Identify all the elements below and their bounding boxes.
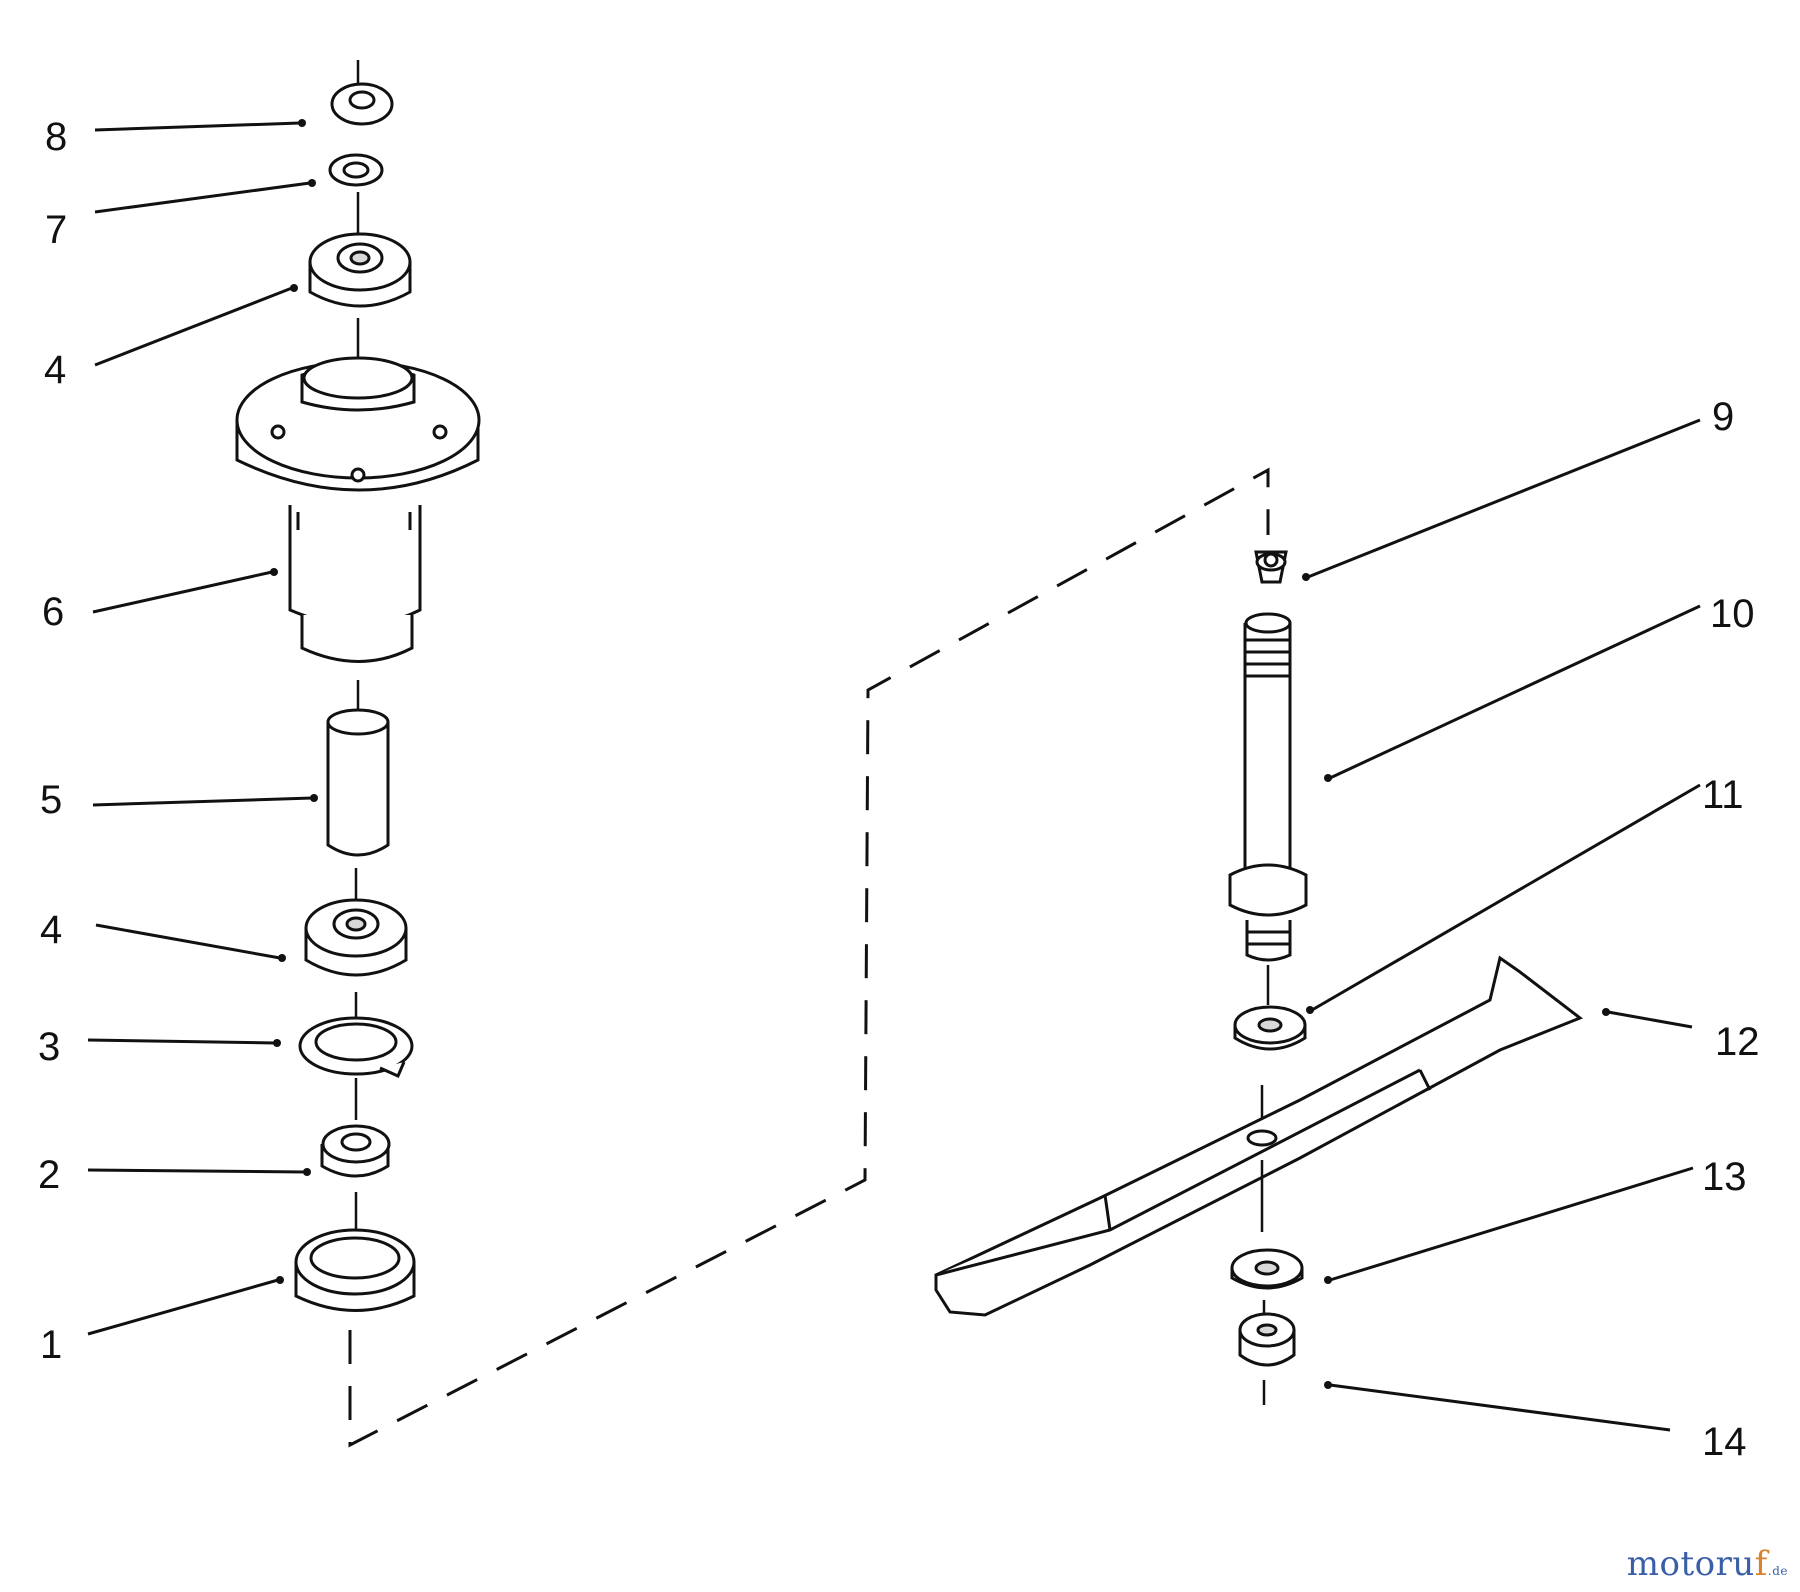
leader-lines <box>87 119 1701 1432</box>
callout-7: 7 <box>45 208 67 252</box>
part-1-seal-cup <box>294 1192 416 1312</box>
callout-13: 13 <box>1702 1155 1747 1199</box>
callout-9: 9 <box>1712 395 1734 439</box>
part-10-spindle-shaft <box>1228 612 1308 1005</box>
assembly-connector-line <box>348 467 1270 1448</box>
part-7-washer <box>328 153 384 187</box>
part-4-lower-bearing <box>304 868 408 977</box>
callout-3: 3 <box>38 1025 60 1069</box>
callout-4-lower: 4 <box>40 908 62 952</box>
part-14-hex-nut <box>1238 1312 1296 1405</box>
part-3-snap-ring <box>298 992 414 1078</box>
watermark-suffix: .de <box>1767 1564 1788 1578</box>
part-4-upper-bearing <box>308 192 412 308</box>
callout-5: 5 <box>40 778 62 822</box>
callout-11: 11 <box>1702 773 1744 817</box>
part-8-nut <box>330 60 394 126</box>
watermark-accent: f <box>1754 1544 1768 1584</box>
callout-14: 14 <box>1702 1420 1747 1464</box>
watermark-text: motoru <box>1626 1544 1755 1584</box>
callout-10: 10 <box>1710 592 1755 636</box>
callout-2: 2 <box>38 1153 60 1197</box>
part-12-mower-blade <box>934 955 1584 1317</box>
part-5-spacer-tube <box>326 680 390 857</box>
part-2-seal <box>320 1078 391 1178</box>
callout-12: 12 <box>1715 1020 1760 1064</box>
callout-8: 8 <box>45 115 67 159</box>
callout-6: 6 <box>42 590 64 634</box>
callout-1: 1 <box>40 1323 62 1367</box>
motoruf-watermark: motoruf.de <box>1627 1544 1788 1584</box>
part-9-grease-fitting <box>1254 550 1288 584</box>
callout-4-upper: 4 <box>44 348 66 392</box>
part-6-spindle-housing <box>235 318 481 663</box>
part-13-washer <box>1230 1248 1304 1318</box>
part-11-washer <box>1233 1005 1307 1051</box>
